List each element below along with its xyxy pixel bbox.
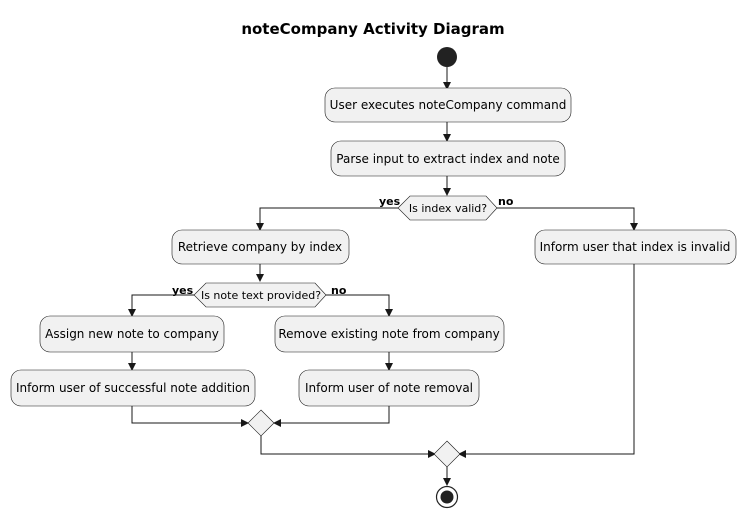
diagram-title: noteCompany Activity Diagram (241, 20, 504, 38)
svg-text:Parse input to extract index a: Parse input to extract index and note (336, 152, 559, 166)
end-node (435, 485, 459, 509)
svg-text:Is note text provided?: Is note text provided? (201, 289, 321, 302)
svg-text:Inform user of successful note: Inform user of successful note addition (16, 381, 250, 395)
svg-text:Inform user of note removal: Inform user of note removal (305, 381, 473, 395)
activity-retrieve-company: Retrieve company by index (171, 229, 350, 265)
svg-text:User executes noteCompany comm: User executes noteCompany command (330, 98, 567, 112)
activity-assign-note: Assign new note to company (39, 315, 225, 353)
decision-index-valid: Is index valid? yes no (379, 195, 514, 221)
activity-remove-note: Remove existing note from company (274, 315, 505, 353)
decision-note-provided: Is note text provided? yes no (172, 282, 347, 308)
no-label: no (498, 195, 514, 208)
activity-inform-removal: Inform user of note removal (298, 369, 480, 407)
merge-diamond-outer (433, 440, 461, 468)
yes-label: yes (172, 284, 194, 297)
activity-inform-invalid: Inform user that index is invalid (534, 229, 737, 265)
yes-label: yes (379, 195, 401, 208)
activity-inform-success: Inform user of successful note addition (10, 369, 256, 407)
start-node (437, 47, 457, 67)
svg-text:Inform user that index is inva: Inform user that index is invalid (540, 240, 731, 254)
merge-diamond-inner (247, 409, 275, 437)
no-label: no (331, 284, 347, 297)
activity-user-executes: User executes noteCompany command (324, 87, 572, 123)
svg-text:Remove existing note from comp: Remove existing note from company (278, 327, 499, 341)
svg-text:Is index valid?: Is index valid? (409, 202, 487, 215)
activity-parse-input: Parse input to extract index and note (330, 140, 566, 177)
svg-text:Retrieve company by index: Retrieve company by index (178, 240, 342, 254)
edges (128, 67, 638, 486)
svg-text:Assign new note to company: Assign new note to company (45, 327, 219, 341)
